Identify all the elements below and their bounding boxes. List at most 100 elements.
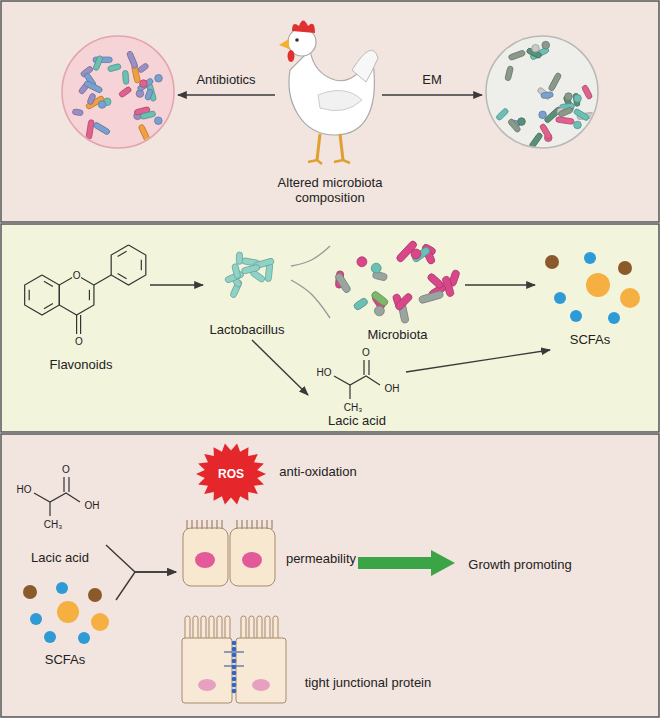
bacterium-coccus [574,95,582,103]
bacterium-rod [241,264,260,274]
connector-arrow [406,350,550,372]
scfa-dots [23,582,109,644]
node-text: Lacic acid [328,413,386,429]
tight-junction-illustration [182,616,286,703]
atom-label: HO [17,484,32,495]
double-bond [29,290,30,300]
node-text: Altered microbiota composition [268,175,393,206]
starburst-shape [196,443,266,504]
bacterium-rod [573,108,590,121]
double-bond [118,251,127,256]
bacterium-rod [236,252,242,265]
bacterium-rod [93,55,104,71]
bacterium-coccus [357,257,367,267]
bacteria-group [495,41,594,149]
bacterium-rod [137,63,149,74]
bacterium-rod [558,107,574,118]
chicken-illustration [279,21,378,165]
bacterium-rod [507,118,521,133]
microvillus [216,520,217,529]
bacterium-rod [556,117,575,125]
ring-bond [59,275,94,315]
node-text: SCFAs [45,652,85,668]
bacterium-rod [93,122,111,136]
node-text: permeability [286,551,356,567]
bacterium-rod [232,263,242,279]
microvillus [261,520,262,529]
junction-protein-bead [232,683,237,688]
microvillus [201,520,202,529]
microvillus [266,520,267,529]
node-text: ROS [218,467,244,481]
annotation-label: tight junctional protein [305,676,431,690]
node-text: SCFAs [570,332,610,348]
microvillus [246,520,247,529]
antibiotic-microbiota-circle [62,36,174,148]
middle-panel [1,224,659,432]
bacterium-rod [126,51,138,69]
bacterium-rod [427,272,445,289]
arrow-line [178,94,275,95]
lactobacillus-illustration [224,252,274,299]
ring-bond [111,245,146,285]
lactic-acid-structure [334,360,380,399]
bottom-panel [1,434,659,717]
microbiota-illustration [334,240,460,324]
bacterium-rod [495,108,509,121]
bacterium-rod [86,119,94,139]
bacterium-rod [144,89,153,101]
microvillus [206,520,207,529]
bacterium-rod [122,70,129,84]
bacterium-rod [370,290,389,307]
junction-protein-bead [232,647,237,652]
microvillus [211,520,212,529]
figure-node: SCFAs [14,575,116,670]
microvillus [256,520,257,529]
connector-arrow [150,284,203,285]
bacterium-rod [411,246,431,263]
connector-arrow [252,340,308,395]
figure-node: Flavonoids [12,240,150,375]
junction-protein-bead [232,659,237,664]
arrow-line [382,94,482,95]
microvillus [221,520,222,529]
annotation-label: EM [422,73,442,87]
atom-label: O [62,464,70,475]
atom-label: O [75,336,83,347]
bacterium-coccus [518,118,526,126]
bacterium-rod [83,80,103,93]
bacterium-rod [353,297,369,311]
bacterium-coccus [565,93,573,101]
microvillus [236,520,237,529]
bacterium-rod [581,84,592,99]
bacterium-coccus [542,41,550,49]
double-bond [141,260,142,270]
single-bond [94,275,111,285]
microvillus [186,520,187,529]
lactic-acid-structure [34,477,80,516]
annotation-label: Antibiotics [196,73,255,87]
atom-label: OH [85,500,100,511]
bacterium-rod [418,290,443,304]
figure-node: Microbiota [330,232,465,345]
node-text: Microbiota [368,327,428,343]
bacterium-rod [541,92,554,99]
node-text: Lactobacillus [209,322,284,338]
atom-label: CH₃ [44,519,63,530]
bacterium-coccus [140,80,148,88]
bacterium-rod [87,93,96,105]
atom-label: OH [385,383,400,394]
ring-bond [25,275,60,315]
top-panel [1,1,659,222]
junction-protein-bead [232,653,237,658]
microvillus [196,520,197,529]
double-bond [44,304,53,309]
bacterium-coccus [155,117,163,125]
junction-protein-bead [232,689,237,694]
microvillus [251,520,252,529]
bacterium-rod [529,132,543,149]
bacterium-rod [138,124,151,143]
figure-node: Lacic acid [14,455,106,568]
bacterium-rod [508,50,526,61]
double-bond [118,274,127,279]
